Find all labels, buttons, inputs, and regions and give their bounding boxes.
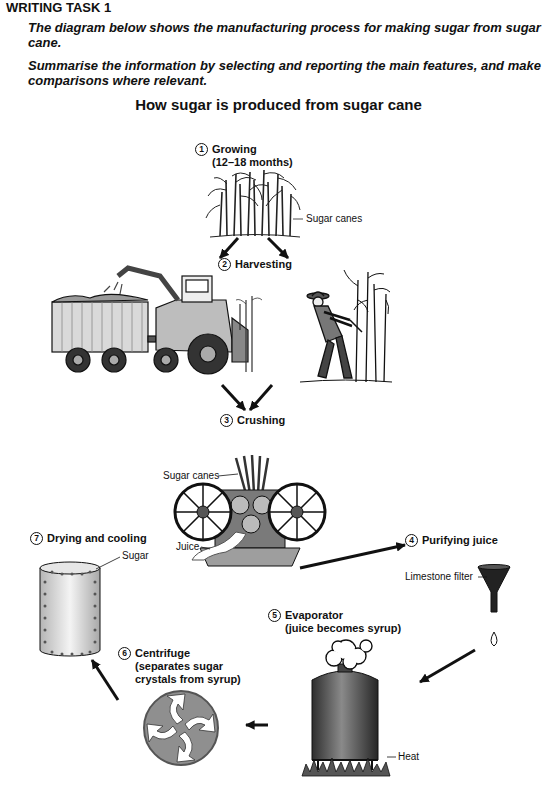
process-step: 6 Centrifuge (separates sugar crystals fr… [118, 645, 246, 768]
centrifuge-drum [144, 691, 218, 765]
line-spacer [347, 609, 405, 622]
step-heading: 5 Evaporator (juice becomes syrup) [268, 609, 405, 635]
step-heading: 3 Crushing [220, 414, 285, 427]
diagram-title: How sugar is produced from sugar cane [0, 96, 557, 114]
flow-arrow [250, 385, 272, 410]
task-heading: WRITING TASK 1 [6, 0, 111, 15]
task-prompt: Summarise the information by selecting a… [28, 58, 553, 88]
step-heading: 1 Growing (12–18 months) [195, 143, 302, 169]
flow-arrow [268, 238, 288, 258]
callout-number: 2 [218, 258, 231, 271]
harvester-machine [52, 268, 262, 374]
step-heading: 4 Purifying juice [405, 534, 498, 547]
sugar-cane-plants [206, 170, 303, 237]
step-label: Centrifuge (separates sugar crystals fro… [135, 647, 245, 686]
step-label: Crushing [237, 414, 285, 427]
process-step: 4 Purifying juice [405, 532, 520, 650]
line-spacer [262, 143, 302, 156]
process-step: 2 Harvesting [45, 258, 390, 385]
drying-cylinder [40, 557, 120, 656]
step-label: Growing (12–18 months) [212, 143, 302, 169]
step-heading: 6 Centrifuge (separates sugar crystals fr… [118, 647, 245, 686]
farmer-cutting-cane [300, 270, 392, 382]
flow-arrow [222, 385, 245, 410]
part-label: Juice [176, 541, 199, 553]
process-step: 7 Drying and cooling [30, 530, 150, 660]
part-label: Sugar canes [306, 213, 362, 225]
callout-number: 3 [220, 414, 233, 427]
limestone-filter [478, 565, 510, 647]
step-label: Evaporator (juice becomes syrup) [285, 609, 405, 635]
step-heading: 7 Drying and cooling [30, 532, 147, 545]
process-step: 5 Evaporator (juice becomes syrup) [268, 605, 420, 778]
flow-arrow [92, 660, 118, 700]
step-heading: 2 Harvesting [218, 258, 292, 271]
task-prompt: The diagram below shows the manufacturin… [28, 20, 553, 50]
flow-arrow [220, 238, 238, 258]
callout-number: 5 [268, 609, 281, 622]
flow-arrow [246, 724, 268, 727]
step-label: Purifying juice [422, 534, 498, 547]
step-label: Harvesting [235, 258, 292, 271]
part-label: Heat [398, 751, 419, 763]
part-label: Limestone filter [405, 571, 473, 583]
flow-arrow [420, 650, 475, 682]
step-label: Drying and cooling [47, 532, 147, 545]
callout-number: 1 [195, 143, 208, 156]
callout-number: 4 [405, 534, 418, 547]
callout-number: 6 [118, 647, 131, 660]
line-spacer [195, 647, 245, 660]
evaporator-tank [302, 640, 396, 776]
part-label: Sugar [122, 550, 149, 562]
part-label: Sugar canes [163, 470, 219, 482]
callout-number: 7 [30, 532, 43, 545]
flow-arrow [300, 545, 405, 568]
